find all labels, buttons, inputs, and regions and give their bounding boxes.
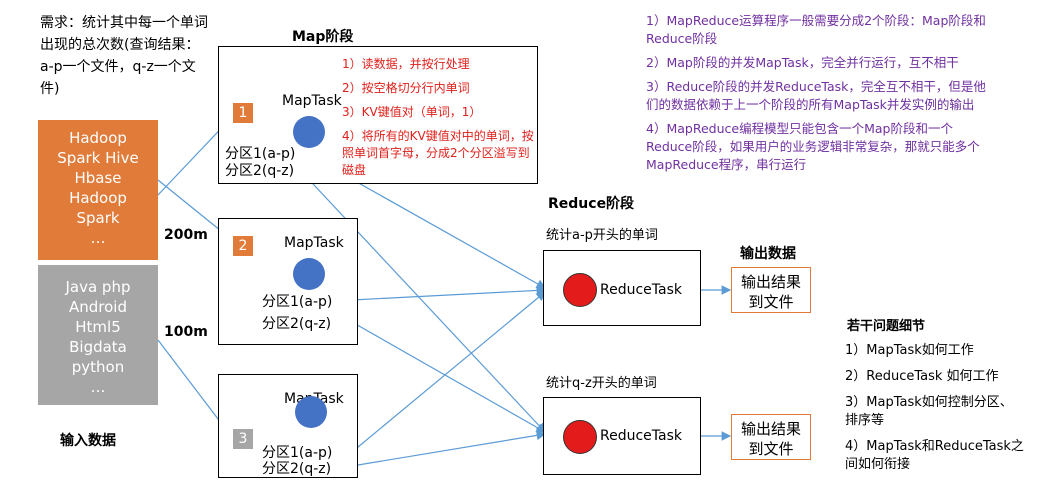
requirement-text: 需求：统计其中每一个单词出现的总次数(查询结果：a-p一个文件，q-z一个文件) (40, 15, 208, 97)
details-title: 若干问题细节 (847, 319, 926, 334)
arrow-m3p2-to-reduce2 (351, 430, 547, 467)
reducetask-box-1 (543, 250, 701, 326)
output-title: 输出数据 (740, 246, 796, 262)
maptask-label-1: MapTask (282, 93, 342, 109)
maptask1-partition1: 分区1(a-p) (225, 146, 296, 162)
detail-item-1: 1）MapTask如何工作 (845, 343, 974, 358)
reduce1-caption: 统计a-p开头的单词 (546, 228, 658, 243)
arrow-m2p1-to-reduce1 (351, 285, 547, 301)
note-3: 3）Reduce阶段的并发ReduceTask，完全互不相干，但是他们的数据依赖… (646, 79, 986, 112)
map-stage-title: Map阶段 (292, 29, 354, 45)
maptask-circle-1 (293, 116, 325, 148)
maptask-box-3 (218, 374, 358, 478)
maptask3-partition2: 分区2(q-z) (262, 461, 332, 477)
maptask2-partition2: 分区2(q-z) (262, 316, 332, 332)
maptask-label-2: MapTask (284, 235, 344, 251)
reducetask-label-1: ReduceTask (600, 282, 682, 298)
reducetask-label-2: ReduceTask (600, 428, 682, 444)
details-section: 若干问题细节 1）MapTask如何工作 2）ReduceTask 如何工作 3… (845, 318, 1045, 482)
note-1: 1）MapReduce运算程序一般需要分成2个阶段：Map阶段和Reduce阶段 (646, 13, 986, 46)
reduce-stage-title: Reduce阶段 (548, 196, 635, 212)
size-label-200m: 200m (164, 227, 208, 243)
map-step-4: 4）将所有的KV键值对中的单词，按照单词首字母，分成2个分区溢写到磁盘 (342, 129, 534, 177)
input-block-orange: Hadoop Spark Hive Hbase Hadoop Spark … (38, 120, 158, 260)
split-square-2: 2 (233, 236, 253, 256)
maptask-circle-2 (293, 258, 325, 290)
map-step-1: 1）读数据，并按行处理 (342, 57, 470, 71)
input-block-gray: Java php Android Html5 Bigdata python … (38, 265, 158, 405)
split-square-3: 3 (233, 429, 253, 449)
maptask-circle-3 (295, 396, 327, 428)
maptask1-partition2: 分区2(q-z) (225, 163, 295, 179)
map-step-3: 3）KV键值对（单词，1） (342, 105, 482, 119)
note-4: 4）MapReduce编程模型只能包含一个Map阶段和一个Reduce阶段，如果… (646, 121, 980, 172)
maptask-box-1 (218, 46, 538, 184)
map-step-2: 2）按空格切分行内单词 (342, 81, 470, 95)
arrow-m1p2-to-reduce2 (299, 169, 546, 433)
maptask2-partition1: 分区1(a-p) (262, 294, 333, 310)
split-square-1: 1 (233, 103, 253, 123)
note-2: 2）Map阶段的并发MapTask，完全并行运行，互不相干 (646, 55, 959, 70)
reducetask-circle-2 (563, 420, 597, 454)
reduce2-caption: 统计q-z开头的单词 (546, 376, 657, 391)
output-box-1: 输出结果 到文件 (731, 267, 811, 313)
arrow-m3p1-to-reduce1 (351, 291, 546, 453)
size-label-100m: 100m (164, 324, 208, 340)
reducetask-circle-1 (563, 273, 597, 307)
output-box-2: 输出结果 到文件 (731, 414, 811, 460)
notes-list: 1）MapReduce运算程序一般需要分成2个阶段：Map阶段和Reduce阶段… (646, 12, 991, 180)
input-data-label: 输入数据 (60, 433, 116, 449)
detail-item-3: 3）MapTask如何控制分区、排序等 (845, 395, 1013, 428)
arrow-m2p2-to-reduce2 (351, 321, 547, 433)
detail-item-4: 4）MapTask和ReduceTask之间如何衔接 (845, 439, 1024, 472)
detail-item-2: 2）ReduceTask 如何工作 (845, 369, 999, 384)
map-steps-list: 1）读数据，并按行处理 2）按空格切分行内单词 3）KV键值对（单词，1） 4）… (342, 56, 537, 186)
maptask3-partition1: 分区1(a-p) (262, 445, 333, 461)
